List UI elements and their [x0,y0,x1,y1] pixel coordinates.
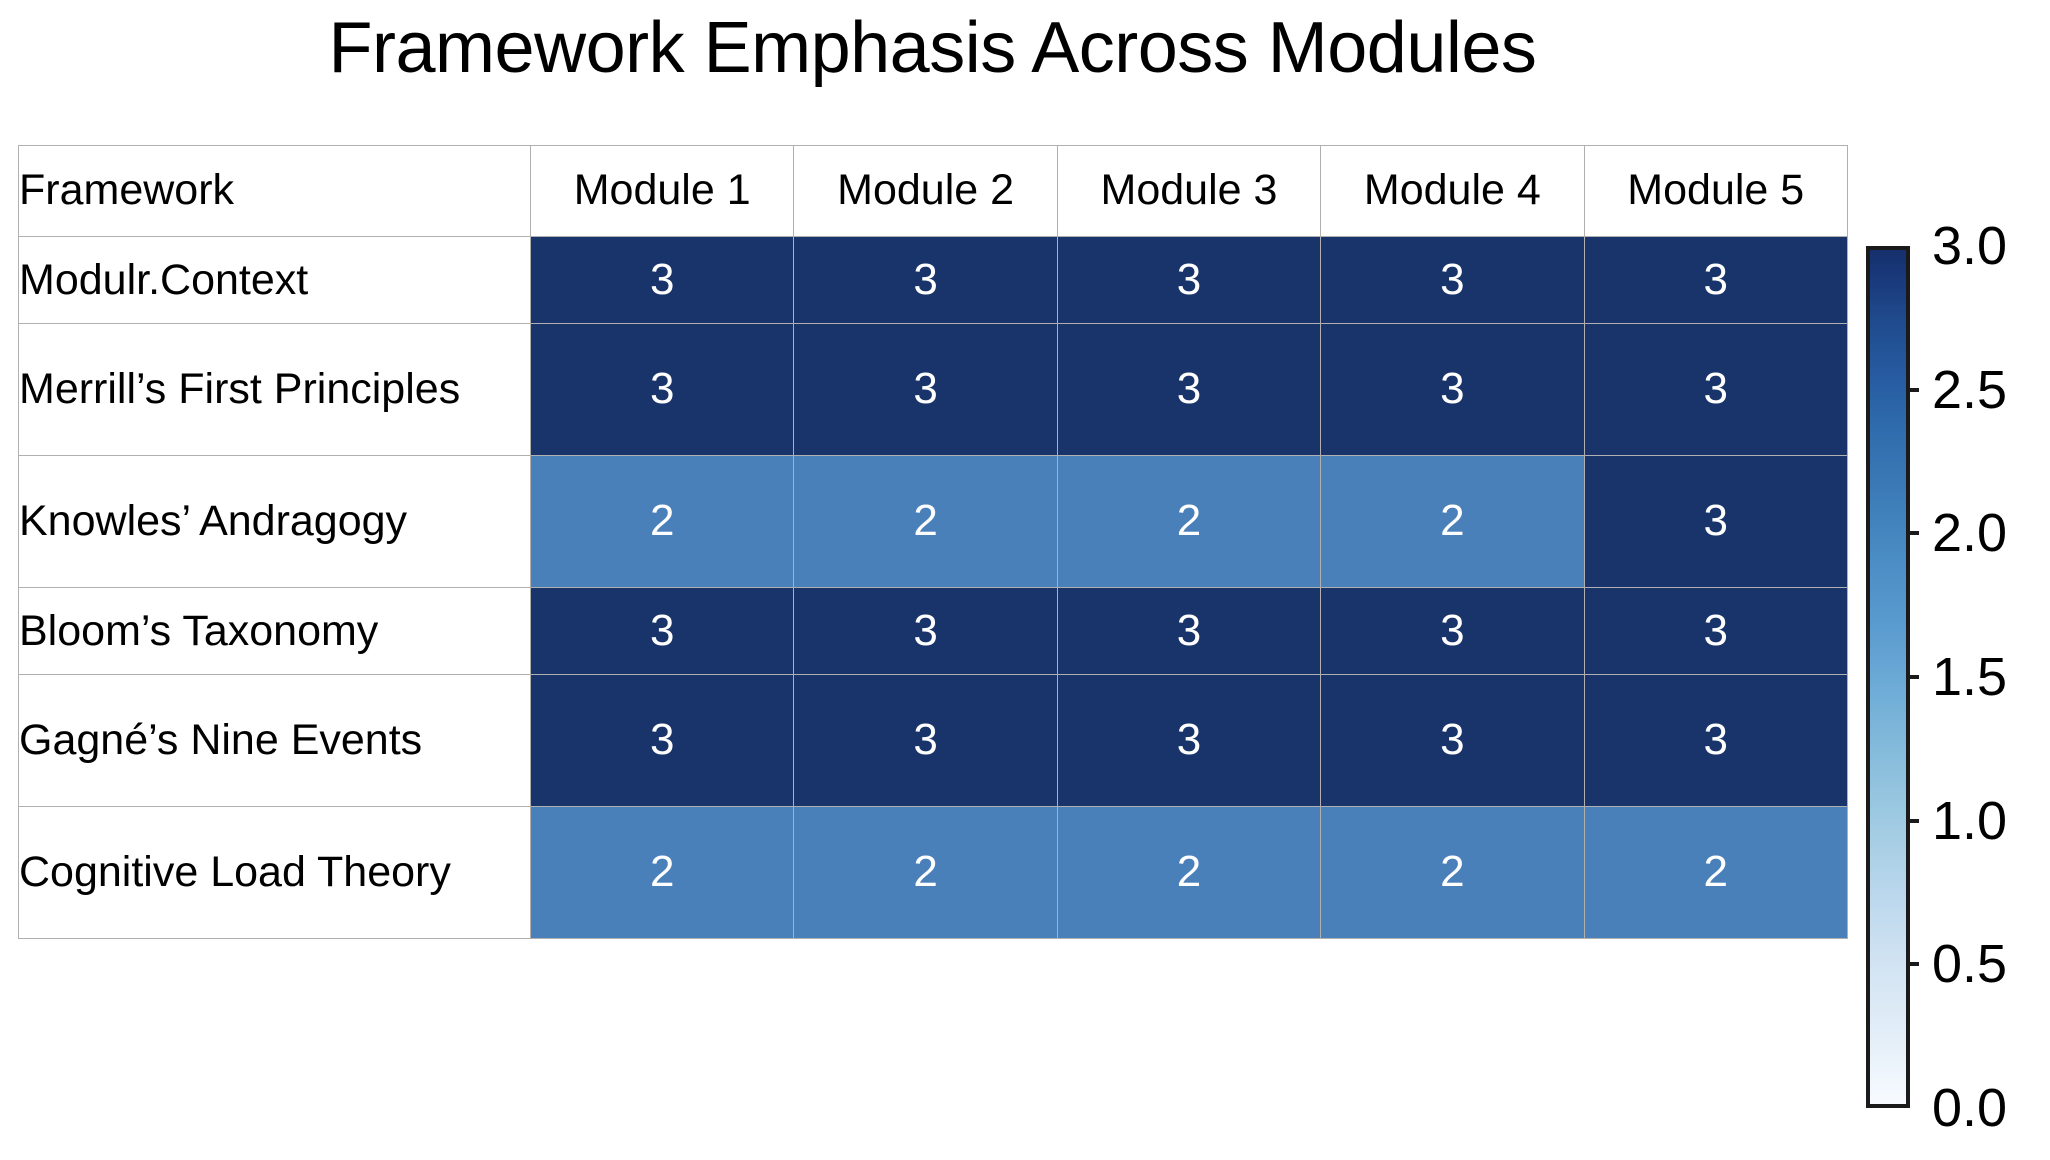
colorbar-tick-mark [1906,387,1919,392]
heatmap-cell: 3 [793,323,1058,456]
table-row: Cognitive Load Theory 2 2 2 2 2 [18,806,1848,939]
row-header-framework: Knowles’ Andragogy [18,455,531,588]
heatmap-cell: 2 [1320,806,1585,939]
column-header-module-2: Module 2 [793,145,1058,237]
row-header-framework: Cognitive Load Theory [18,806,531,939]
heatmap-cell: 3 [793,674,1058,807]
heatmap-body: Modulr.Context 3 3 3 3 3 Merrill’s First… [18,236,1848,939]
heatmap-cell: 3 [1320,587,1585,675]
column-header-module-1: Module 1 [529,145,795,237]
heatmap-cell: 3 [1320,323,1585,456]
column-header-module-4: Module 4 [1320,145,1585,237]
table-row: Knowles’ Andragogy 2 2 2 2 3 [18,455,1848,588]
colorbar-tick-label: 1.5 [1932,647,2008,707]
row-header-framework: Merrill’s First Principles [18,323,531,456]
column-header-module-3: Module 3 [1056,145,1322,237]
heatmap-cell: 3 [1583,323,1848,456]
heatmap-cell: 2 [1056,455,1322,588]
colorbar-tick-mark [1906,675,1919,679]
heatmap-cell: 3 [1583,674,1848,807]
heatmap-cell: 3 [793,587,1058,675]
row-header-framework: Modulr.Context [18,236,531,324]
heatmap-cell: 3 [529,323,795,456]
column-header-module-5: Module 5 [1583,145,1848,237]
heatmap-cell: 2 [793,806,1058,939]
heatmap-cell: 2 [1320,455,1585,588]
heatmap-cell: 3 [1320,236,1585,324]
row-header-framework: Gagné’s Nine Events [18,674,531,807]
colorbar-tick-label: 2.5 [1932,359,2008,420]
heatmap-cell: 3 [1056,236,1322,324]
heatmap-cell: 2 [1583,806,1848,939]
table-row: Bloom’s Taxonomy 3 3 3 3 3 [18,587,1848,675]
colorbar-tick-label: 3.0 [1932,216,2008,276]
heatmap-cell: 2 [793,455,1058,588]
colorbar-tick-label: 0.5 [1932,934,2008,995]
heatmap-table: Framework Module 1 Module 2 Module 3 Mod… [18,145,1848,939]
colorbar-tick-label: 2.0 [1932,503,2008,564]
heatmap-cell: 3 [529,236,795,324]
heatmap-cell: 3 [1583,455,1848,588]
heatmap-cell: 3 [529,674,795,807]
heatmap-cell: 2 [529,806,795,939]
heatmap-cell: 3 [1583,587,1848,675]
heatmap-cell: 3 [1583,236,1848,324]
heatmap-cell: 3 [1056,323,1322,456]
colorbar-tick-mark [1906,818,1919,823]
colorbar-tick-label: 0.0 [1932,1078,2008,1138]
colorbar-tick-mark [1906,531,1919,536]
colorbar-gradient [1866,246,1910,1108]
colorbar: 0.0 0.5 1.0 1.5 2.0 2.5 3.0 [1866,219,2007,1135]
table-row: Gagné’s Nine Events 3 3 3 3 3 [18,674,1848,807]
heatmap-cell: 3 [529,587,795,675]
heatmap-cell: 2 [1056,806,1322,939]
row-header-framework: Bloom’s Taxonomy [18,587,531,675]
heatmap-cell: 3 [793,236,1058,324]
heatmap-cell: 3 [1056,674,1322,807]
heatmap-cell: 3 [1320,674,1585,807]
heatmap-cell: 2 [529,455,795,588]
heatmap-cell: 3 [1056,587,1322,675]
page-title: Framework Emphasis Across Modules [328,8,1537,88]
colorbar-tick-mark [1906,962,1919,967]
column-header-framework: Framework [18,145,531,237]
table-row: Merrill’s First Principles 3 3 3 3 3 [18,323,1848,456]
table-row: Modulr.Context 3 3 3 3 3 [18,236,1848,324]
colorbar-tick-label: 1.0 [1932,790,2008,851]
table-header-row: Framework Module 1 Module 2 Module 3 Mod… [18,145,1848,237]
